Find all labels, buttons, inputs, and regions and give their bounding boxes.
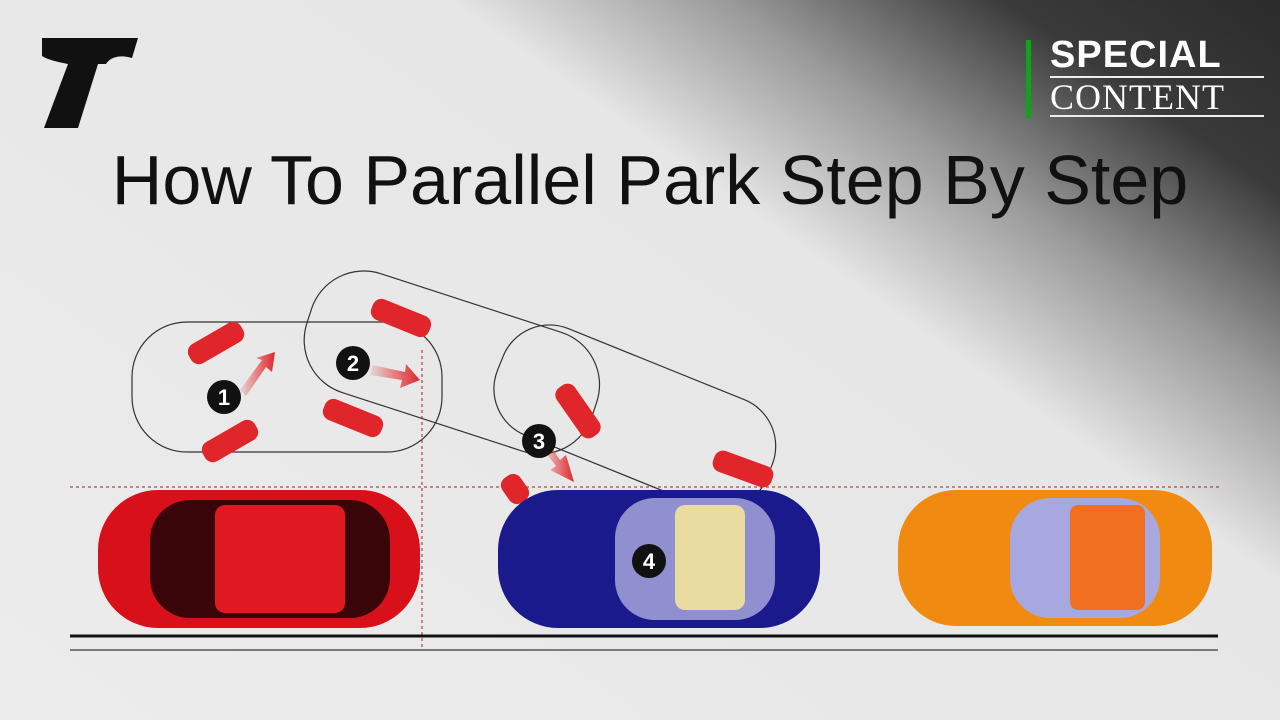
svg-text:3: 3 [533,429,545,454]
divider [1050,115,1264,117]
divider [1050,76,1264,78]
svg-text:1: 1 [218,385,230,410]
accent-bar [1026,40,1031,118]
step-3: 3 [522,424,556,458]
badge-line1: SPECIAL [1050,34,1222,76]
step-4: 4 [632,544,666,578]
svg-text:2: 2 [347,351,359,376]
wheel-markers [187,298,774,505]
step-2: 2 [336,346,370,380]
arrow-icon [370,364,420,388]
badge-line2: CONTENT [1050,77,1225,117]
page-title: How To Parallel Park Step By Step [111,141,1189,219]
arrow-icon [240,352,275,396]
front-car [98,490,420,628]
svg-text:4: 4 [643,549,656,574]
brand-logo [42,38,138,128]
rear-car [898,490,1212,626]
step-1: 1 [207,380,241,414]
